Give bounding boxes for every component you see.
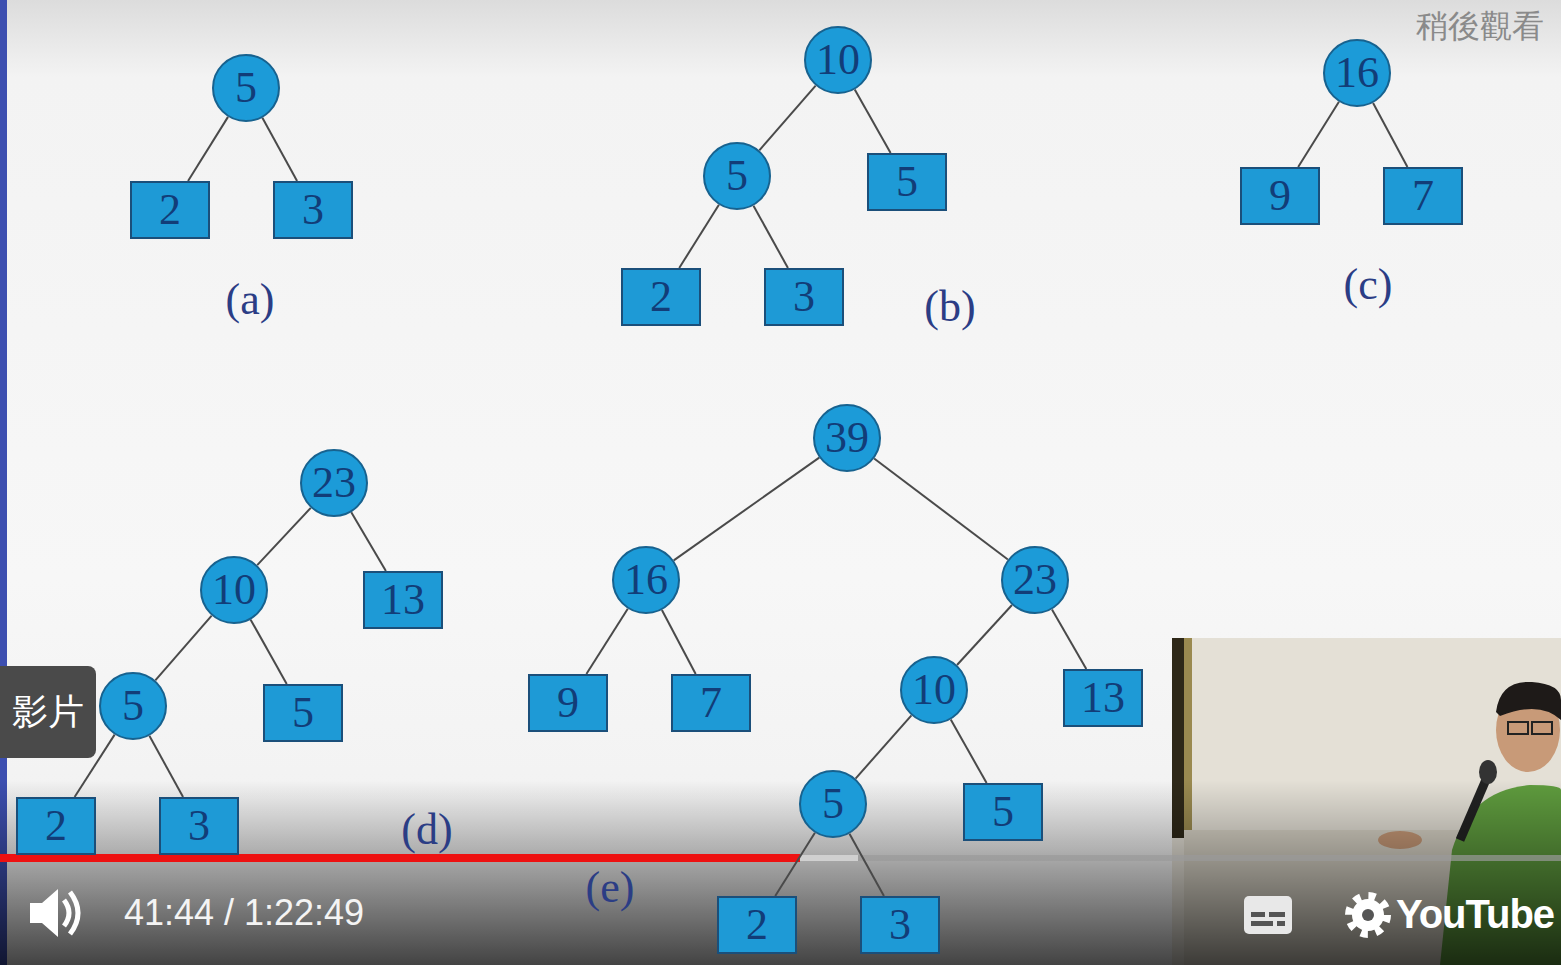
node-weight: 5 — [992, 790, 1014, 834]
node-weight: 5 — [235, 66, 257, 110]
node-weight: 5 — [726, 154, 748, 198]
leaf-node-box: 2 — [621, 268, 701, 326]
tree-edge — [351, 512, 386, 571]
node-weight: 3 — [302, 188, 324, 232]
tree-edge — [775, 833, 815, 896]
tree-edge — [674, 458, 819, 561]
node-weight: 2 — [650, 275, 672, 319]
node-weight: 3 — [889, 903, 911, 947]
tree-edge — [753, 206, 787, 268]
tree-edge — [679, 205, 719, 268]
leaf-node-box: 3 — [764, 268, 844, 326]
figure-caption: (d) — [401, 808, 452, 852]
figure-caption: (e) — [586, 866, 635, 910]
tree-edge — [957, 605, 1012, 665]
internal-node-circle: 5 — [799, 770, 867, 838]
internal-node-circle: 5 — [99, 672, 167, 740]
tree-edge — [149, 736, 183, 797]
figure-caption: (c) — [1344, 263, 1393, 307]
leaf-node-box: 2 — [717, 896, 797, 954]
leaf-node-box: 13 — [1063, 669, 1143, 727]
internal-node-circle: 23 — [300, 449, 368, 517]
tree-edge — [759, 86, 815, 151]
node-weight: 5 — [896, 160, 918, 204]
internal-node-circle: 39 — [813, 404, 881, 472]
node-weight: 39 — [825, 416, 869, 460]
leaf-node-box: 5 — [867, 153, 947, 211]
tree-edge — [1298, 102, 1339, 167]
leaf-node-box: 9 — [1240, 167, 1320, 225]
playback-time: 41:44 / 1:22:49 — [124, 895, 364, 931]
tooltip-text: 影片 — [0, 666, 96, 758]
node-weight: 2 — [45, 804, 67, 848]
node-weight: 5 — [822, 782, 844, 826]
internal-node-circle: 23 — [1001, 546, 1069, 614]
internal-node-circle: 16 — [1323, 39, 1391, 107]
node-weight: 3 — [188, 804, 210, 848]
node-weight: 13 — [1081, 676, 1125, 720]
subtitles-icon — [1244, 896, 1292, 934]
internal-node-circle: 10 — [804, 26, 872, 94]
tree-edge — [874, 458, 1008, 559]
youtube-logo: YouTube — [1396, 894, 1554, 934]
node-weight: 2 — [159, 188, 181, 232]
node-weight: 23 — [312, 461, 356, 505]
node-weight: 13 — [381, 578, 425, 622]
leaf-node-box: 5 — [963, 783, 1043, 841]
node-weight: 7 — [1412, 174, 1434, 218]
leaf-node-box: 7 — [671, 674, 751, 732]
watch-later-watermark: 稍後觀看 — [1416, 10, 1544, 42]
internal-node-circle: 10 — [900, 656, 968, 724]
leaf-node-box: 3 — [273, 181, 353, 239]
leaf-node-box: 2 — [16, 797, 96, 855]
tree-edge — [257, 508, 311, 565]
node-weight: 23 — [1013, 558, 1057, 602]
tree-edge — [1052, 609, 1086, 669]
leaf-node-box: 2 — [130, 181, 210, 239]
node-weight: 9 — [557, 681, 579, 725]
tree-edge — [849, 834, 883, 896]
node-weight: 16 — [624, 558, 668, 602]
tree-edge — [856, 715, 912, 778]
tree-edge — [951, 720, 987, 783]
tree-edge — [1373, 103, 1407, 167]
tree-edge — [662, 610, 696, 674]
tree-edge — [262, 118, 297, 181]
node-weight: 10 — [816, 38, 860, 82]
internal-node-circle: 5 — [703, 142, 771, 210]
leaf-node-box: 7 — [1383, 167, 1463, 225]
volume-icon — [30, 889, 78, 937]
internal-node-circle: 5 — [212, 54, 280, 122]
leaf-node-box: 3 — [159, 797, 239, 855]
tree-edge — [586, 609, 627, 674]
node-weight: 10 — [912, 668, 956, 712]
leaf-node-box: 3 — [860, 896, 940, 954]
settings-icon — [1349, 896, 1387, 934]
tree-edge — [188, 117, 228, 181]
node-weight: 5 — [292, 691, 314, 735]
figure-caption: (b) — [924, 285, 975, 329]
leaf-node-box: 5 — [263, 684, 343, 742]
node-weight: 7 — [700, 681, 722, 725]
internal-node-circle: 16 — [612, 546, 680, 614]
leaf-node-box: 9 — [528, 674, 608, 732]
node-weight: 16 — [1335, 51, 1379, 95]
tree-edge — [251, 620, 287, 684]
tree-edge — [855, 90, 891, 153]
node-weight: 2 — [746, 903, 768, 947]
tree-edge — [155, 616, 211, 681]
node-weight: 10 — [212, 568, 256, 612]
internal-node-circle: 10 — [200, 556, 268, 624]
node-weight: 3 — [793, 275, 815, 319]
node-weight: 9 — [1269, 174, 1291, 218]
leaf-node-box: 13 — [363, 571, 443, 629]
node-weight: 5 — [122, 684, 144, 728]
figure-caption: (a) — [226, 278, 275, 322]
